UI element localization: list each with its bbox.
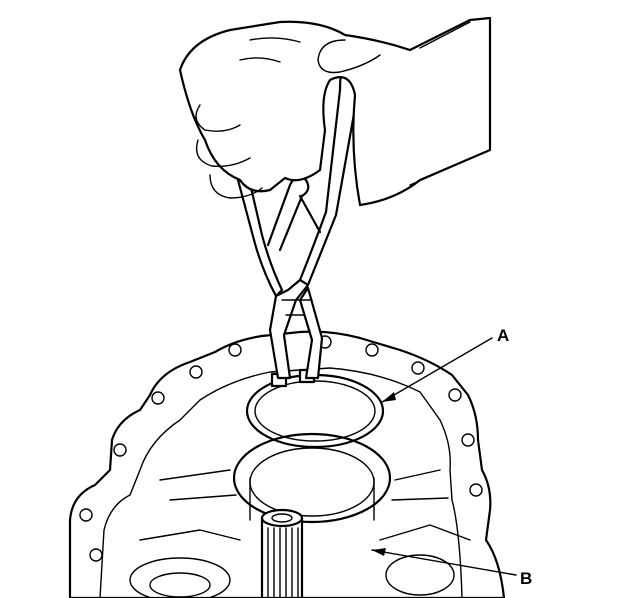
- finger-ring: [209, 174, 263, 199]
- knuckles: [239, 37, 301, 63]
- callout-b-leader: [371, 549, 517, 576]
- shaft-splines: [267, 527, 299, 598]
- bolt-hole: [113, 443, 127, 457]
- bolt-hole: [228, 343, 242, 357]
- callout-b-label: B: [520, 569, 532, 588]
- bolt-hole: [365, 343, 379, 357]
- bolt-hole: [89, 548, 103, 562]
- wrist: [409, 21, 491, 186]
- callout-b-arrowhead: [372, 548, 386, 556]
- housing-ribs: [139, 469, 471, 541]
- finger-middle: [195, 139, 251, 168]
- bolt-hole: [411, 361, 425, 375]
- shaft-top: [260, 508, 304, 528]
- lower-bore-inner: [149, 572, 211, 598]
- bolt-hole: [79, 508, 93, 522]
- input-shaft: [260, 508, 304, 598]
- bore-wall: [249, 477, 375, 521]
- callout-a-arrowhead: [382, 392, 396, 402]
- pliers-jaw-right: [298, 286, 324, 380]
- shaft-center: [271, 513, 293, 523]
- hand-palm: [178, 16, 492, 207]
- housing-inner-edge: [99, 367, 463, 598]
- callout-a-leader: [381, 337, 493, 403]
- lower-right-boss: [385, 554, 455, 596]
- callout-a: A: [381, 326, 509, 403]
- callout-b: B: [371, 548, 532, 588]
- hand: [178, 16, 492, 207]
- thumb: [317, 39, 381, 74]
- bolt-hole: [151, 391, 165, 405]
- callout-a-label: A: [497, 326, 509, 345]
- bolt-hole: [189, 365, 203, 379]
- bolt-hole: [469, 483, 483, 497]
- finger-index: [195, 104, 241, 132]
- bolt-holes: [79, 335, 483, 562]
- lower-bore: [129, 557, 231, 598]
- pliers-pivot: [281, 299, 313, 316]
- bolt-hole: [461, 433, 475, 447]
- pliers-jaws: [268, 278, 310, 380]
- pliers-spring: [266, 175, 322, 252]
- bore-outer: [232, 432, 392, 524]
- bolt-hole: [448, 388, 462, 402]
